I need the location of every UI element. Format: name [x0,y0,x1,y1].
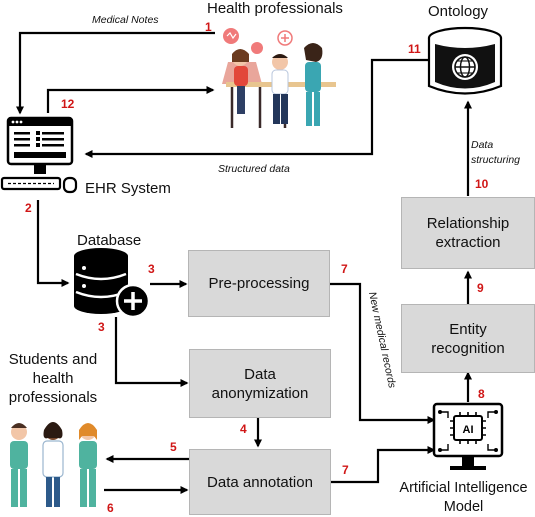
annotation-box: Data annotation [189,449,331,515]
arrow-database-to-anonymization [114,317,189,387]
ai-model-label: Artificial Intelligence Model [399,480,528,515]
arrow-ehr-to-professionals [46,86,215,113]
step-number: 8 [478,387,485,401]
ai-model-icon [432,402,504,470]
preprocessing-box: Pre-processing [188,250,330,317]
step-number: 7 [342,463,349,477]
anonymization-box: Data anonymization [189,349,331,418]
students-label: Students and health professionals [8,351,98,406]
database-label: Database [77,232,142,249]
ai-chip-text: AI [463,424,474,436]
step-number: 3 [98,320,105,334]
step-number: 10 [475,177,489,191]
step-number: 7 [341,262,348,276]
arrow-preprocessing-to-ai [330,282,436,424]
ehr-computer-icon [0,116,78,194]
relationship-extraction-box: Relationship extraction [401,197,535,269]
ehr-system-label: EHR System [85,180,171,197]
step-number: 12 [61,97,75,111]
step-number: 3 [148,262,155,276]
arrow-medical-notes [16,31,215,115]
medical-notes-label: Medical Notes [92,14,159,26]
data-structuring-label: Data structuring [471,139,521,166]
health-professionals-label: Health professionals [207,0,343,17]
ontology-icon [427,26,503,95]
step-number: 5 [170,440,177,454]
database-icon [74,248,151,319]
step-number: 4 [240,422,247,436]
step-number: 1 [205,20,212,34]
health-professionals-illustration [222,28,336,128]
step-number: 11 [408,42,421,56]
step-number: 9 [477,281,484,295]
arrow-structured-data [84,58,430,158]
step-number: 2 [25,201,32,215]
students-illustration [10,422,97,507]
arrow-ehr-to-database [36,200,70,287]
arrow-annotation-to-ai [330,446,436,484]
ontology-label: Ontology [428,3,489,20]
entity-recognition-box: Entity recognition [401,304,535,373]
structured-data-label: Structured data [218,163,290,175]
step-number: 6 [107,501,114,515]
